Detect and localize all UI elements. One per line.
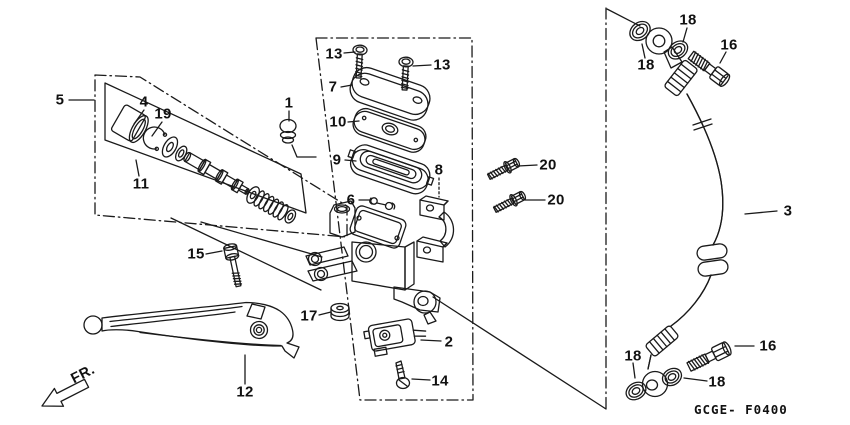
part-callout-4: 4	[139, 93, 149, 111]
part-18-washer	[667, 40, 689, 60]
part-callout-5: 5	[55, 91, 65, 109]
part-13-screw	[352, 44, 368, 79]
piston-rod	[183, 151, 250, 195]
part-16-banjo-bolt	[686, 341, 732, 372]
reference-boxes	[94, 7, 641, 410]
part-15-pivot-bolt	[223, 243, 243, 288]
part-8-clamp	[416, 195, 455, 263]
part-callout-15: 15	[187, 245, 205, 263]
part-callout-13: 13	[325, 45, 343, 63]
part-callout-12: 12	[236, 383, 254, 401]
lever-bracket-lower-lug	[307, 260, 358, 282]
part-callout-2: 2	[444, 333, 454, 351]
part-18-washer	[661, 367, 683, 387]
part-18-washer	[629, 20, 651, 42]
hose-collar-ring	[697, 259, 729, 277]
part-18-washer	[625, 381, 647, 401]
part-callout-3: 3	[783, 202, 793, 220]
lever-ball-end	[83, 315, 103, 335]
front-direction-arrow-icon	[41, 378, 90, 407]
part-20-bolt	[486, 157, 521, 180]
part-10-diaphragm-plate	[352, 107, 427, 153]
part-9-diaphragm	[347, 144, 435, 195]
part-callout-16: 16	[759, 337, 777, 355]
part-callout-19: 19	[154, 105, 172, 123]
part-callout-13: 13	[433, 56, 451, 74]
part-callout-1: 1	[284, 94, 294, 112]
part-13-screw	[398, 56, 414, 91]
part-callout-18: 18	[708, 373, 726, 391]
part-6-clip	[369, 197, 396, 211]
banjo-eye-bottom	[641, 370, 669, 398]
part-16-banjo-bolt	[687, 50, 731, 87]
diagram-part-code: GCGE- F0400	[694, 402, 788, 417]
lever-pivot-boss	[249, 320, 269, 340]
part-callout-18: 18	[679, 11, 697, 29]
part-callout-11: 11	[132, 175, 150, 193]
part-14-switch-screw	[395, 360, 411, 390]
part-callout-7: 7	[328, 78, 338, 96]
part-callout-9: 9	[332, 151, 342, 169]
part-callout-8: 8	[434, 161, 444, 179]
part-3-brake-hose	[641, 27, 729, 398]
part-callout-16: 16	[720, 36, 738, 54]
hose-outlet-union	[413, 290, 437, 314]
hose-crimp-bottom	[645, 325, 679, 357]
part-callout-10: 10	[329, 113, 347, 131]
part-2-brake-switch	[363, 318, 427, 357]
part-1-boot	[279, 118, 297, 144]
master-cylinder-body	[305, 200, 441, 325]
piston-spring	[253, 190, 289, 221]
part-callout-6: 6	[346, 191, 356, 209]
part-20-bolt	[492, 190, 527, 213]
part-19-snap-ring	[142, 126, 166, 150]
part-callout-20: 20	[539, 156, 557, 174]
part-callout-14: 14	[431, 372, 449, 390]
banjo-eye-top	[645, 27, 673, 55]
part-callout-17: 17	[300, 307, 318, 325]
leader-lines	[68, 27, 778, 385]
part-4-boot	[110, 104, 146, 142]
part-11-piston-kit	[110, 104, 297, 224]
part-callout-20: 20	[547, 191, 565, 209]
part-callout-18: 18	[637, 56, 655, 74]
part-7-reservoir-cap	[349, 66, 431, 121]
hose-collar-ring	[696, 243, 728, 261]
hose-crimp-top	[664, 59, 698, 97]
part-callout-18: 18	[624, 347, 642, 365]
part-12-brake-lever	[83, 301, 300, 359]
sight-glass	[355, 241, 377, 263]
part-17-grommet	[330, 302, 350, 322]
